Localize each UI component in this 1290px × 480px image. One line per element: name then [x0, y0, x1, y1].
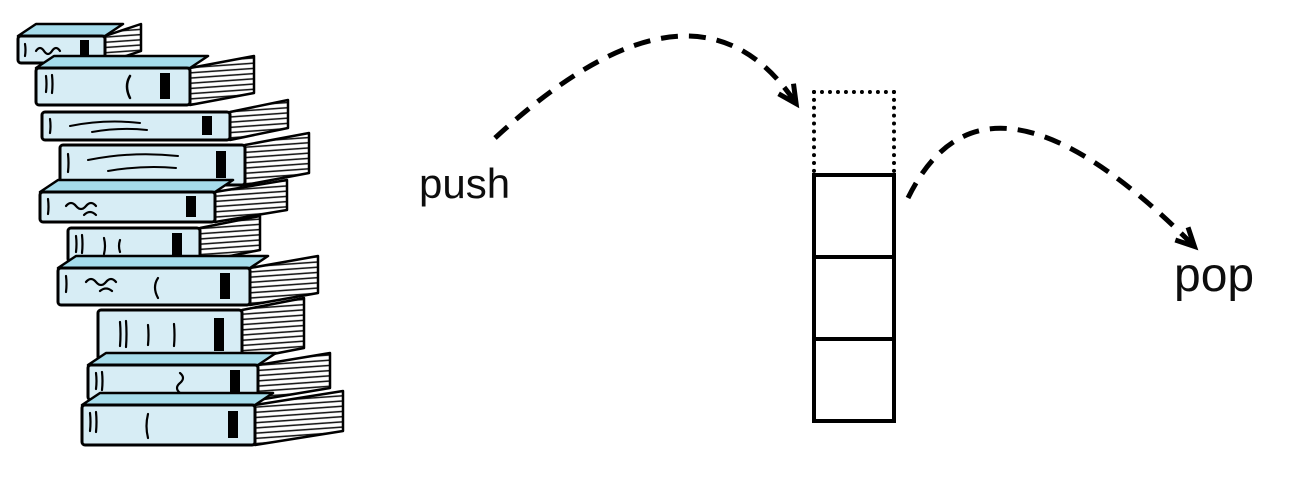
- stack-cell-solid: [812, 337, 896, 423]
- book: [80, 389, 345, 447]
- pop-arrow-icon: [905, 125, 1199, 251]
- book: [58, 131, 311, 187]
- stack-cell-solid: [812, 173, 896, 259]
- stack-cell-solid: [812, 255, 896, 341]
- book: [56, 254, 320, 307]
- book-stack-icon: [16, 22, 345, 447]
- push-label: push: [419, 160, 511, 207]
- book: [86, 351, 332, 402]
- book: [34, 54, 256, 107]
- book: [66, 214, 262, 264]
- book: [40, 98, 290, 142]
- book: [16, 22, 143, 65]
- stack-cell-dotted: [812, 90, 896, 173]
- stack-column: [812, 90, 896, 423]
- push-arrow-icon: [493, 33, 800, 140]
- pop-label: pop: [1174, 249, 1255, 302]
- book: [96, 296, 306, 362]
- book: [38, 178, 289, 224]
